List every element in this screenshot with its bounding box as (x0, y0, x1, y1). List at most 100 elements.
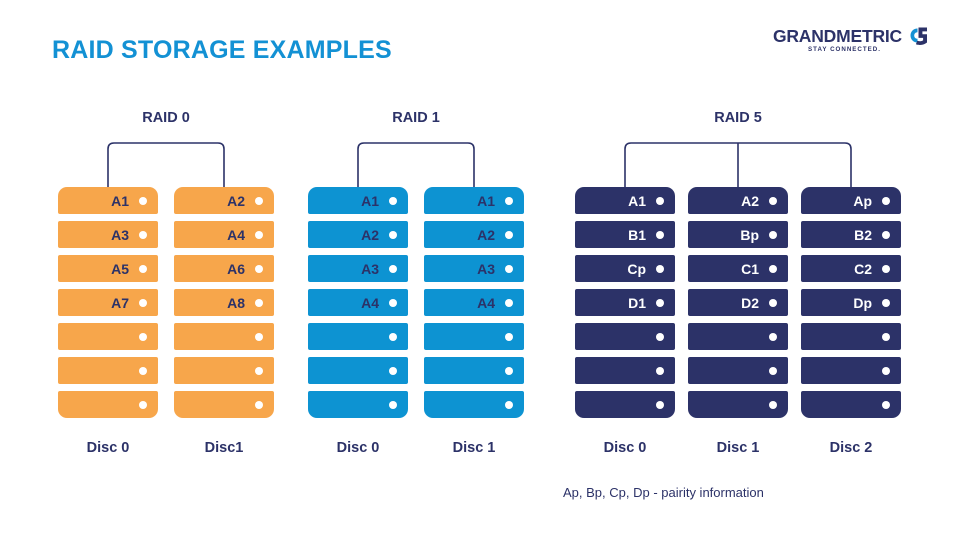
storage-block[interactable] (58, 323, 158, 350)
drive-led-icon (656, 400, 664, 409)
storage-block[interactable] (424, 391, 524, 418)
storage-block[interactable]: A2 (688, 187, 788, 214)
disc-label: Disc 0 (336, 440, 380, 456)
storage-block-label: A4 (477, 294, 495, 311)
drive-led-icon (656, 196, 664, 205)
drive-led-icon (882, 298, 890, 307)
storage-block[interactable]: Dp (801, 289, 901, 316)
storage-block-label: A3 (361, 260, 379, 277)
storage-block[interactable]: A1 (575, 187, 675, 214)
storage-block[interactable]: B1 (575, 221, 675, 248)
storage-block[interactable]: C1 (688, 255, 788, 282)
storage-block-label: A4 (227, 226, 245, 243)
storage-block[interactable]: A3 (58, 221, 158, 248)
storage-block[interactable]: Ap (801, 187, 901, 214)
storage-block-label: A2 (361, 226, 379, 243)
drive-led-icon (139, 400, 147, 409)
storage-block[interactable]: A3 (424, 255, 524, 282)
drive-led-icon (656, 264, 664, 273)
storage-block-label: C2 (854, 260, 872, 277)
storage-block[interactable] (58, 391, 158, 418)
storage-block-label: A1 (361, 192, 379, 209)
storage-block[interactable]: A7 (58, 289, 158, 316)
storage-block-label: A1 (628, 192, 646, 209)
drive-led-icon (139, 230, 147, 239)
storage-block[interactable]: A2 (424, 221, 524, 248)
storage-block[interactable] (688, 357, 788, 384)
drive-led-icon (139, 298, 147, 307)
storage-block-label: B1 (628, 226, 646, 243)
storage-block[interactable]: Bp (688, 221, 788, 248)
storage-block[interactable] (801, 391, 901, 418)
storage-block[interactable]: A1 (308, 187, 408, 214)
storage-block[interactable] (688, 391, 788, 418)
storage-block[interactable] (424, 323, 524, 350)
drive-led-icon (255, 264, 263, 273)
storage-block[interactable]: A2 (308, 221, 408, 248)
drive-led-icon (505, 196, 513, 205)
brand-wordmark: GRANDMETRIC (772, 26, 902, 46)
drive-led-icon (882, 230, 890, 239)
disc-label: Disc 1 (452, 440, 496, 456)
storage-block[interactable] (308, 391, 408, 418)
storage-block[interactable]: Cp (575, 255, 675, 282)
drive-led-icon (769, 332, 777, 341)
storage-block[interactable]: D2 (688, 289, 788, 316)
drive-led-icon (769, 196, 777, 205)
storage-block-label: A3 (477, 260, 495, 277)
drive-led-icon (255, 298, 263, 307)
storage-block[interactable]: A2 (174, 187, 274, 214)
storage-block[interactable] (174, 323, 274, 350)
grandmetric-g-mark-icon (910, 27, 927, 45)
storage-block-label: A2 (227, 192, 245, 209)
drive-led-icon (882, 400, 890, 409)
storage-block[interactable] (688, 323, 788, 350)
drive-led-icon (255, 230, 263, 239)
storage-block[interactable] (575, 323, 675, 350)
storage-block[interactable]: A4 (424, 289, 524, 316)
storage-block[interactable]: A5 (58, 255, 158, 282)
drive-led-icon (769, 264, 777, 273)
storage-block[interactable] (308, 323, 408, 350)
storage-block[interactable] (801, 357, 901, 384)
drive-led-icon (139, 366, 147, 375)
storage-block[interactable]: A1 (58, 187, 158, 214)
storage-block[interactable]: C2 (801, 255, 901, 282)
disc-label: Disc 2 (829, 440, 873, 456)
storage-block[interactable] (174, 391, 274, 418)
storage-block[interactable] (801, 323, 901, 350)
storage-block[interactable] (308, 357, 408, 384)
drive-led-icon (656, 230, 664, 239)
storage-block[interactable] (58, 357, 158, 384)
drive-led-icon (769, 230, 777, 239)
storage-block-label: A4 (361, 294, 379, 311)
storage-block[interactable]: D1 (575, 289, 675, 316)
storage-block[interactable]: A4 (174, 221, 274, 248)
storage-block[interactable]: B2 (801, 221, 901, 248)
storage-block[interactable]: A3 (308, 255, 408, 282)
storage-block[interactable]: A8 (174, 289, 274, 316)
drive-led-icon (882, 264, 890, 273)
storage-block-label: A3 (111, 226, 129, 243)
storage-block[interactable] (174, 357, 274, 384)
storage-block[interactable] (575, 357, 675, 384)
page-title: RAID STORAGE EXAMPLES (52, 36, 392, 64)
storage-block[interactable] (575, 391, 675, 418)
storage-block[interactable]: A6 (174, 255, 274, 282)
storage-block[interactable]: A1 (424, 187, 524, 214)
drive-led-icon (389, 264, 397, 273)
brand-logo: GRANDMETRIC STAY CONNECTED. (770, 26, 930, 66)
drive-led-icon (389, 230, 397, 239)
disc-label: Disc 1 (716, 440, 760, 456)
storage-block[interactable] (424, 357, 524, 384)
storage-block[interactable]: A4 (308, 289, 408, 316)
